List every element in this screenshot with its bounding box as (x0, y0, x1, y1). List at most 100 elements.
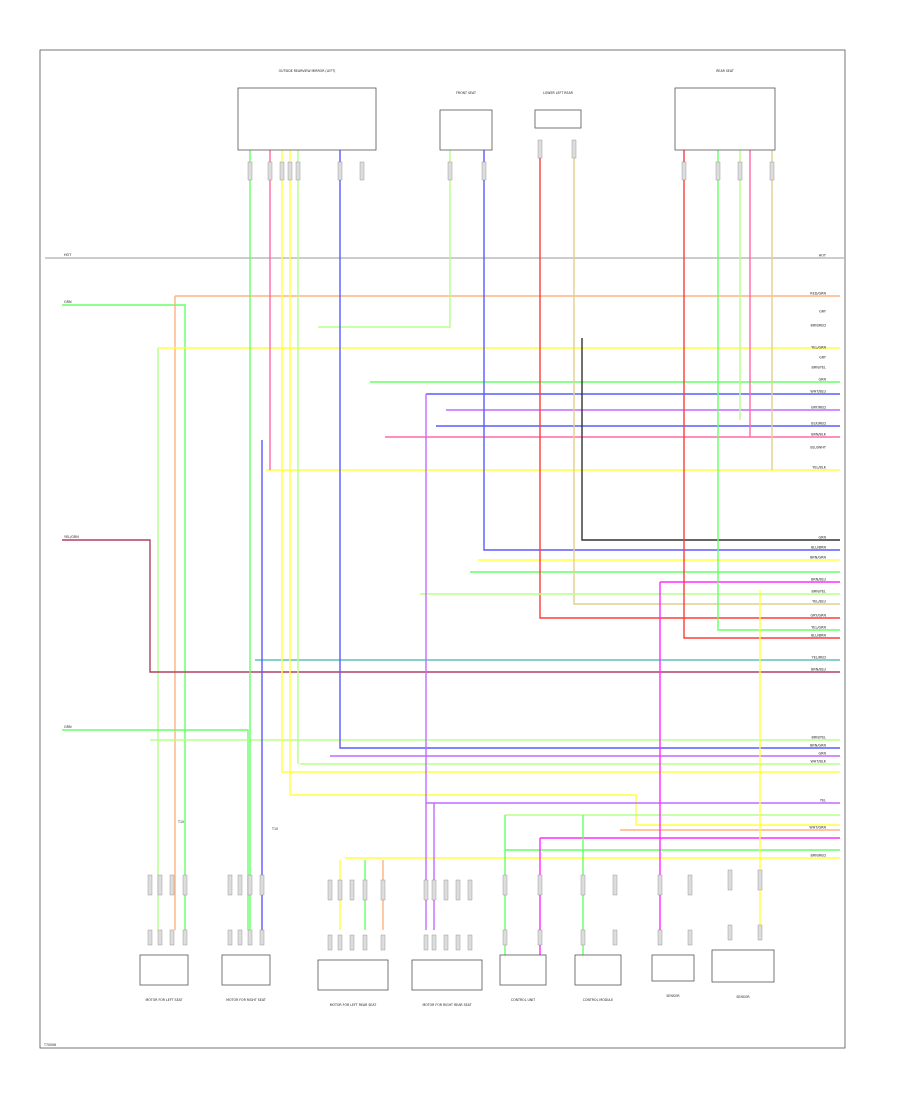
pin-terminal (537, 874, 543, 896)
pin-terminal (327, 879, 333, 901)
right-wire-label: BRN/RED (811, 324, 827, 328)
pin-terminal (757, 869, 763, 891)
pin-terminal (237, 929, 243, 946)
pin-terminal (157, 929, 163, 946)
right-wire-label: BRN/YEL (812, 736, 827, 740)
top-component-label: REAR SEAT (716, 69, 734, 73)
pin-terminal (687, 874, 693, 896)
bottom-component-body (221, 954, 271, 986)
right-label-group: HOTRED/GRNGRYBRN/REDYEL/GRNGRYBRN/YELGRN… (809, 254, 827, 858)
wire-maroon-loop (62, 539, 840, 673)
pin-terminal (259, 929, 265, 946)
right-wire-label: BLU/BRN (811, 546, 826, 550)
pin-terminal (362, 934, 368, 951)
pin-terminal (247, 929, 253, 946)
pin-terminal (169, 874, 175, 896)
pin-terminal (769, 161, 775, 181)
right-wire-label: BLU/BRN (811, 634, 826, 638)
pin-terminal (337, 934, 343, 951)
pin-terminal (267, 161, 273, 181)
pin-terminal (247, 161, 253, 181)
right-wire-label: WHT/BLK (810, 760, 826, 764)
right-wire-label: YEL/BLK (812, 466, 826, 470)
wire-red-line-mid (539, 150, 840, 619)
pin-terminal (502, 929, 508, 946)
pin-terminal (287, 161, 293, 181)
pin-terminal (612, 874, 618, 896)
right-wire-label: BRN/BLK (811, 433, 827, 437)
right-wire-label: WHT/GRN (809, 826, 826, 830)
pin-terminal (580, 874, 586, 896)
pin-terminal (182, 929, 188, 946)
pin-terminal (687, 929, 693, 946)
bottom-component: CONTROL MODULE (574, 874, 622, 1002)
pin-terminal (279, 161, 285, 181)
bottom-component: CONTROL UNIT (499, 874, 547, 1002)
pin-terminal (337, 879, 343, 901)
top-component: FRONT SEAT (439, 91, 493, 181)
right-wire-label: BRN/BLU (811, 578, 826, 582)
pin-terminal (455, 934, 461, 951)
bottom-component: MOTOR FOR RIGHT SEAT (221, 874, 271, 1002)
right-wire-label: GRY/GRN (811, 614, 827, 618)
bottom-component-body (317, 959, 389, 991)
left-wire-label: GRN (64, 300, 72, 304)
pin-terminal (423, 879, 429, 901)
pin-terminal (157, 874, 163, 896)
right-wire-label: GRY (819, 310, 827, 314)
pin-terminal (612, 929, 618, 946)
top-component-body (674, 87, 776, 151)
wire-grn-left-bus (62, 304, 186, 930)
wire-tan-line-mid (573, 150, 840, 605)
right-wire-label: BLU/WHT (810, 446, 827, 450)
pin-terminal (295, 161, 301, 181)
pin-terminal (757, 924, 763, 941)
pin-terminal (380, 934, 386, 951)
bottom-component-label: SENSOR (666, 994, 680, 998)
pin-terminal (362, 879, 368, 901)
right-wire-label: GRY (819, 356, 827, 360)
pin-terminal (727, 924, 733, 941)
pin-terminal (502, 874, 508, 896)
right-wire-label: GRN (818, 536, 826, 540)
wire-black-bus (581, 338, 840, 541)
bottom-component-label: SENSOR (736, 995, 750, 999)
wire-green-bus-2 (318, 150, 451, 328)
pin-terminal (681, 161, 687, 181)
right-wire-label: BRN/GRN (810, 556, 826, 560)
right-wire-label: RED/GRN (810, 292, 826, 296)
right-wire-label: BRN/YEL (812, 590, 827, 594)
wire-green-right (717, 150, 840, 631)
pin-terminal (227, 874, 233, 896)
wire-red-bus-right (683, 150, 840, 639)
right-wire-label: BLK/RED (811, 422, 826, 426)
right-wire-label: YEL/RED (812, 656, 827, 660)
top-component: LOWER LEFT REAR (534, 91, 582, 159)
pin-terminal (169, 929, 175, 946)
pin-terminal (227, 929, 233, 946)
bottom-component-label: MOTOR FOR RIGHT REAR SEAT (422, 1003, 471, 1007)
pin-terminal (431, 934, 437, 951)
top-component-label: FRONT SEAT (456, 91, 476, 95)
pin-terminal (455, 879, 461, 901)
wire-yellow-vertical-top (289, 150, 840, 826)
pin-terminal (571, 139, 577, 159)
pin-terminal (443, 934, 449, 951)
pin-terminal (359, 161, 365, 181)
wire-yellow-bus-772 (281, 150, 840, 773)
bottom-component-label: MOTOR FOR RIGHT SEAT (226, 998, 265, 1002)
pin-terminal (580, 929, 586, 946)
bottom-component-label: CONTROL MODULE (583, 998, 613, 1002)
bottom-component-body (499, 954, 547, 986)
wire-blue-bus-3 (483, 150, 840, 551)
top-component-body (534, 109, 582, 129)
right-wire-label: BRN/BLU (811, 668, 826, 672)
bottom-component-body (574, 954, 622, 986)
right-wire-label: YEL (820, 799, 826, 803)
right-wire-label: WHT/BLU (810, 390, 826, 394)
pin-terminal (182, 874, 188, 896)
bottom-component-label: MOTOR FOR LEFT REAR SEAT (330, 1003, 377, 1007)
left-wire-label: GRN (64, 725, 72, 729)
